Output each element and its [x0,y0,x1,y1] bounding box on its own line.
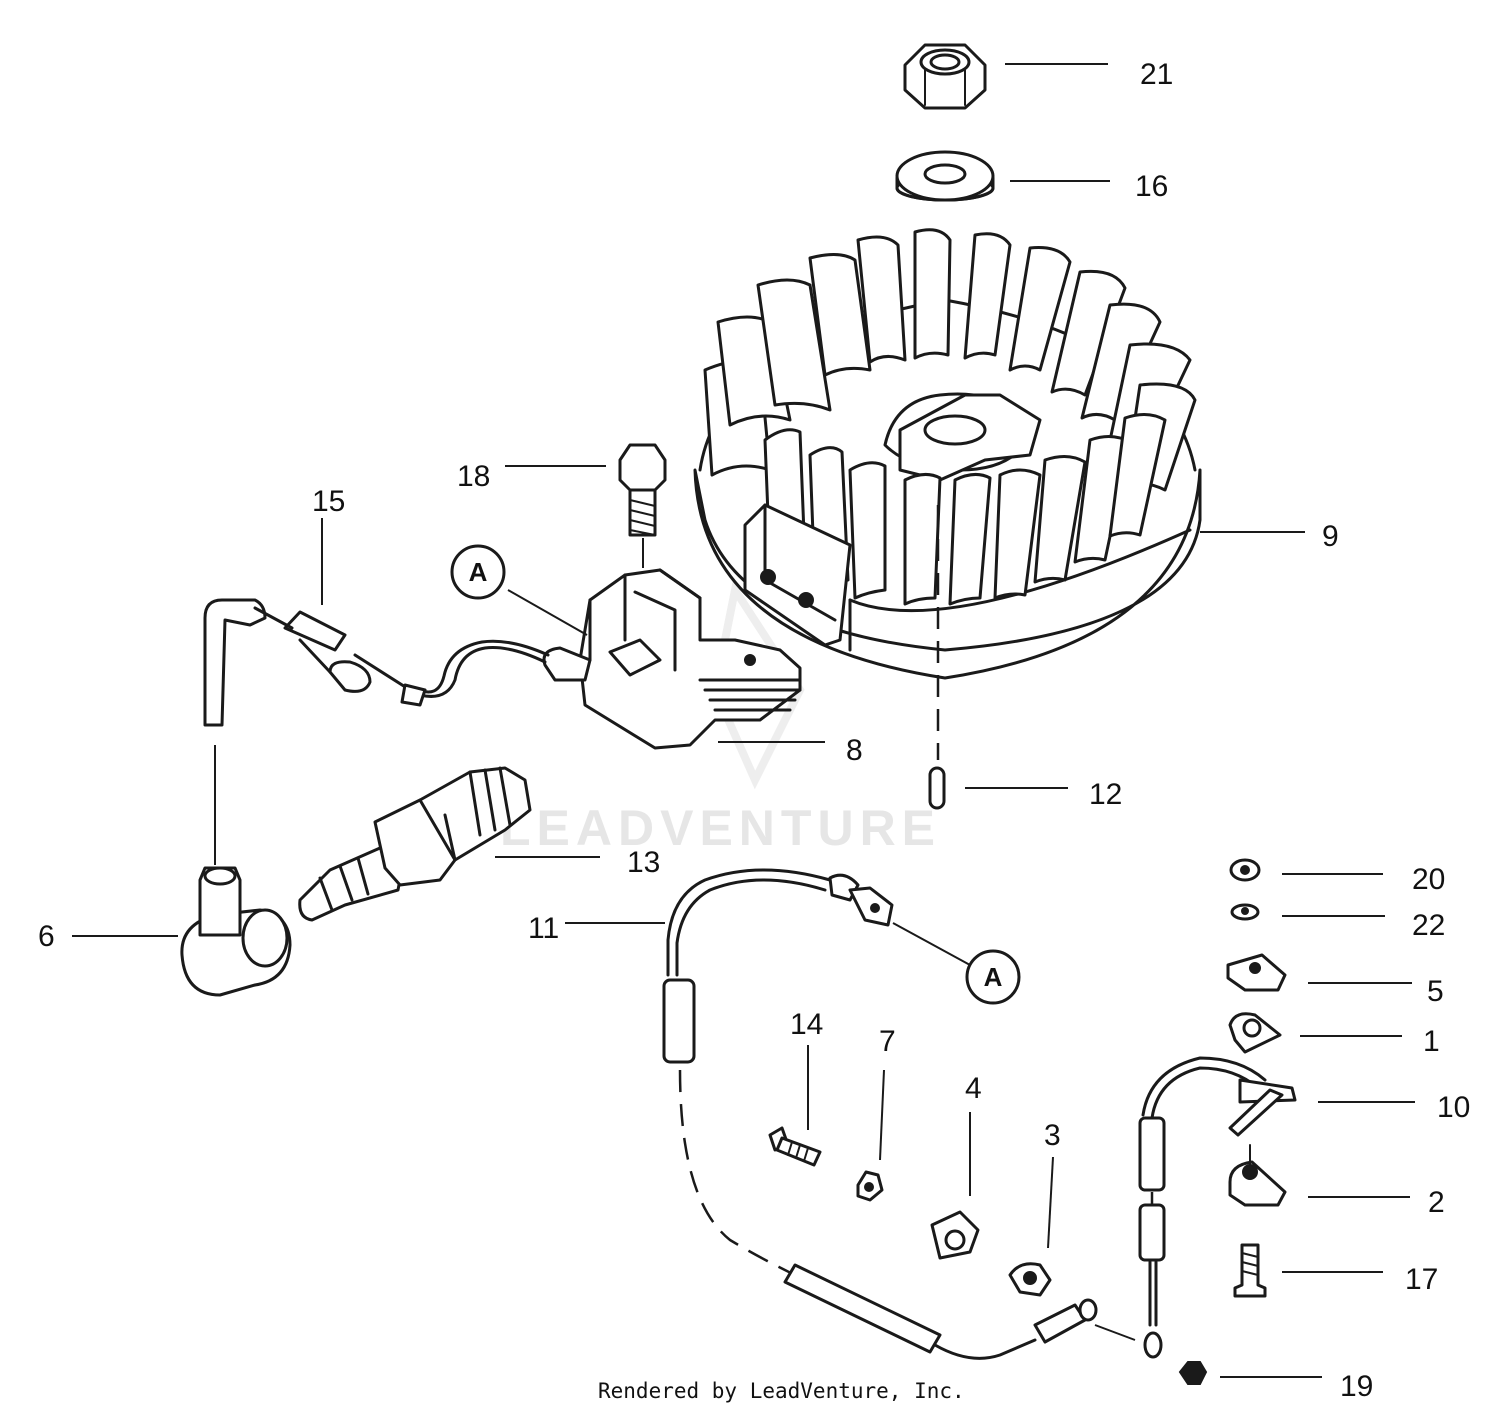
switch-lead-part [1138,1056,1297,1359]
ignition-module-part [542,568,802,750]
callout-18: 18 [457,460,490,493]
callout-1: 1 [1423,1025,1440,1058]
callout-6: 6 [38,920,55,953]
washer-part [895,150,995,202]
callout-2: 2 [1428,1186,1445,1219]
screw-part-17 [1233,1243,1267,1298]
key-part [928,766,946,810]
watermark-text: LEADVENTURE [500,800,941,856]
clip-part-1 [1228,1012,1282,1054]
callout-10: 10 [1437,1091,1470,1124]
callout-15: 15 [312,485,345,518]
callout-7: 7 [879,1025,896,1058]
ground-lead-part [662,868,1098,1360]
callout-14: 14 [790,1008,823,1041]
svg-text:A: A [469,557,488,587]
nut-part-20 [1229,858,1261,882]
nut-part-19 [1178,1361,1208,1385]
callout-11: 11 [528,912,559,945]
callout-9: 9 [1322,520,1339,553]
callout-8: 8 [846,734,863,767]
reference-marker-upper: A [450,544,506,600]
terminal-part-5 [1226,953,1287,992]
terminal-part-2 [1228,1144,1287,1207]
callout-5: 5 [1427,975,1444,1008]
callout-13: 13 [627,846,660,879]
spark-plug-part [298,766,532,922]
flywheel-part [693,228,1202,680]
callout-3: 3 [1044,1119,1061,1152]
callout-16: 16 [1135,170,1168,203]
svg-text:A: A [984,962,1003,992]
clip-part-4 [930,1210,980,1260]
reference-marker-lower: A [965,949,1021,1005]
callout-17: 17 [1405,1263,1438,1296]
callout-12: 12 [1089,778,1122,811]
spark-plug-boot-part [180,866,292,997]
callout-22: 22 [1412,909,1445,942]
callout-4: 4 [965,1072,982,1105]
bolt-part-18 [618,443,667,537]
nut-part-7 [856,1170,884,1202]
screw-part-14 [768,1126,822,1167]
callout-19: 19 [1340,1370,1373,1403]
nut-part [903,43,987,110]
callout-labels: 21 16 9 18 15 8 12 13 6 11 20 22 5 1 14 … [38,58,1470,1403]
footer-credit: Rendered by LeadVenture, Inc. [598,1379,965,1403]
callout-20: 20 [1412,863,1445,896]
callout-21: 21 [1140,58,1173,91]
washer-part-22 [1230,903,1260,921]
bracket-part-3 [1008,1262,1052,1297]
spark-plug-lead-part [203,598,550,727]
